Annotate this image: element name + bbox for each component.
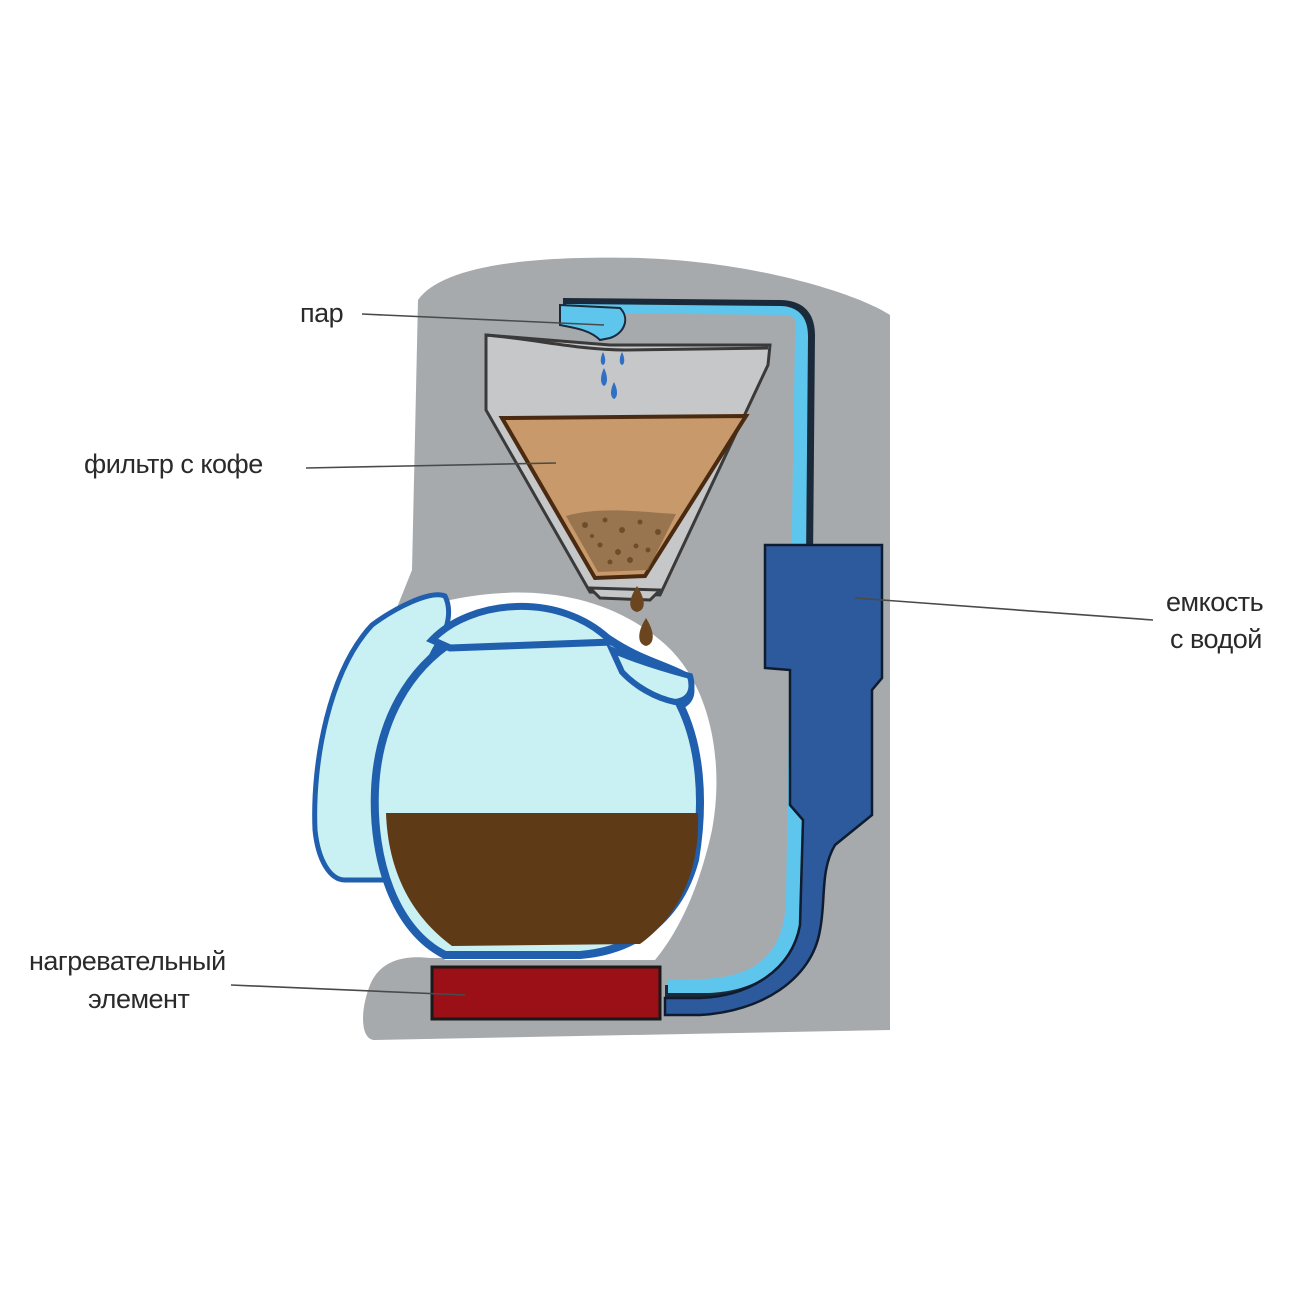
steam-label: пар — [300, 298, 343, 328]
filter-outlet — [586, 586, 664, 602]
tank-label-line1: емкость — [1166, 587, 1263, 617]
carafe-lid — [426, 602, 621, 652]
basket-rim — [485, 333, 769, 352]
steam-nozzle — [559, 303, 627, 342]
carafe-spout — [606, 644, 695, 706]
water-drops — [600, 352, 625, 399]
heater-label-line1: нагревательный — [29, 946, 226, 976]
water-tank — [663, 543, 884, 1017]
heating-element — [430, 965, 662, 1021]
steam-leader — [361, 313, 605, 326]
water-tube-fill — [566, 304, 808, 993]
filter-leader — [305, 462, 557, 469]
tank-leader — [854, 597, 1154, 621]
heater-label-line2: элемент — [88, 984, 189, 1014]
brewed-coffee — [386, 813, 699, 946]
coffee-grounds — [566, 510, 676, 572]
coffee-filter — [498, 413, 750, 581]
filter-label: фильтр с кофе — [84, 449, 263, 479]
grounds-speckles — [582, 517, 661, 565]
tank-label-line2: с водой — [1170, 624, 1262, 654]
heater-leader — [230, 984, 466, 996]
